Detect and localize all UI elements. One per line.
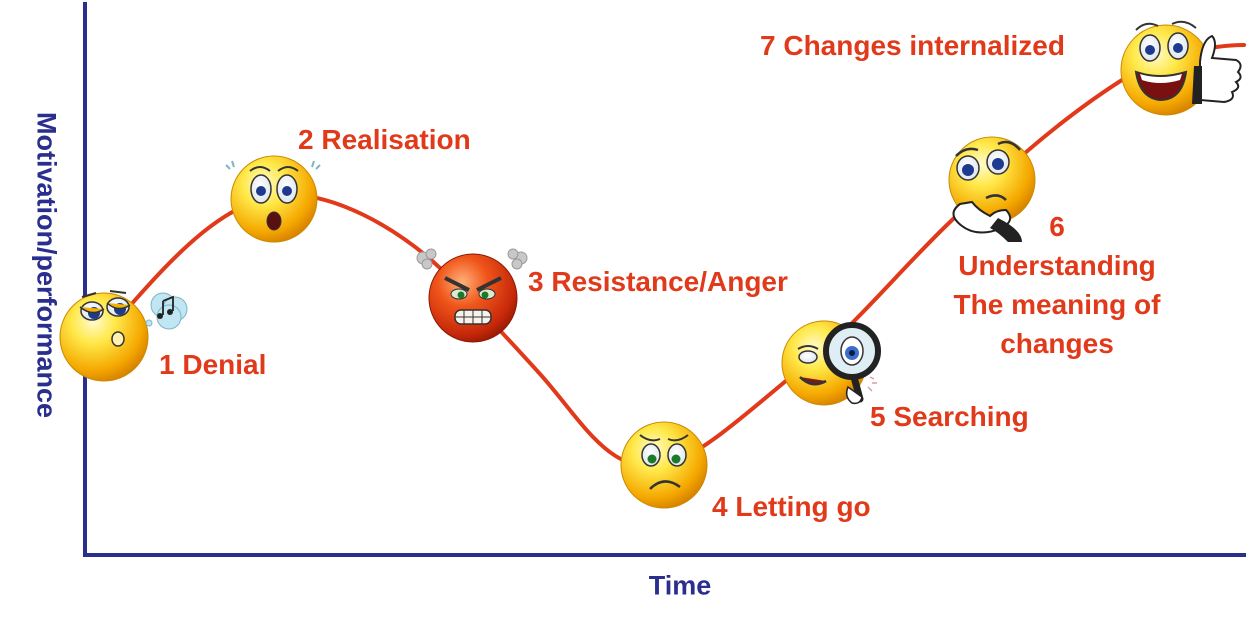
stage-label-understanding: 6 Understanding The meaning of changes [954,207,1161,363]
stage-label-resistance: 3 Resistance/Anger [528,266,788,297]
y-axis-label: Motivation/performance [31,111,62,419]
stage-label-denial: 1 Denial [159,349,267,380]
sad-face-icon [620,421,708,509]
angry-face-icon [416,248,528,343]
stage-label-realisation: 2 Realisation [298,124,471,155]
stage-label-line: Understanding [958,250,1156,281]
stage-label-line: 6 [1049,211,1065,242]
x-axis-label: Time [648,570,712,601]
thumbs-up-face-icon [1120,20,1242,116]
stage-label-internalized: 7 Changes internalized [760,30,1065,61]
stage-label-letting-go: 4 Letting go [712,491,871,522]
magnifier-face-icon [781,320,881,406]
music-note-icon [145,292,188,330]
thinking-face-icon [948,136,1036,242]
stage-label-searching: 5 Searching [870,401,1029,432]
dreamy-face-icon [59,290,149,382]
stage-label-line: changes [1000,328,1114,359]
surprised-face-icon [225,155,321,243]
stage-label-line: The meaning of [953,289,1161,320]
